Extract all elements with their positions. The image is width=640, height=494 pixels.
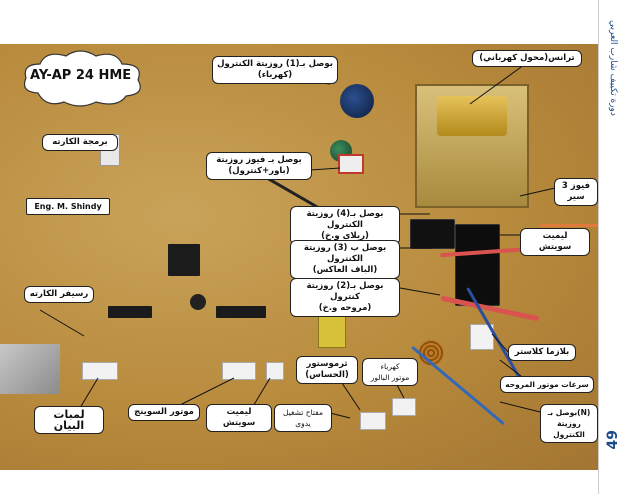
label-control-2: بوصل بـ(2) روزيتة كنترول(مروحه و.خ) — [290, 278, 400, 317]
sensor-cable-left — [0, 344, 60, 394]
model-cloud — [23, 50, 141, 107]
ic-3 — [166, 244, 202, 276]
label-transformer: ترانس(محول كهرباني) — [472, 50, 582, 67]
ic-1 — [106, 306, 154, 318]
buzzer — [190, 294, 206, 310]
connector-limit — [266, 362, 284, 380]
connector-ballor — [392, 398, 416, 416]
label-indicator-lamps: لمبات البيان — [34, 406, 104, 434]
relay-2 — [455, 224, 500, 306]
label-card-programming: برمجة الكارته — [42, 134, 118, 151]
label-fuse-rosette: بوصل بـ فيوز روزيتة(باور+كنترول) — [206, 152, 312, 180]
label-fan-speeds: سرعات موتور المروحه — [500, 376, 594, 393]
pcb-photo — [0, 44, 598, 470]
blue-wire-2 — [411, 345, 505, 426]
label-thermistor: ثرموستور(الحساس) — [296, 356, 358, 384]
label-limit-switch-bottom: ليميت سويتش — [206, 404, 272, 432]
side-strip — [598, 0, 640, 494]
orange-wire — [540, 224, 598, 227]
course-title: دورة تكييف شارب العربي — [608, 20, 618, 116]
page-number: 49 — [605, 430, 621, 450]
model-name: AY-AP 24 HME — [30, 68, 132, 83]
label-limit-switch-right: ليميت سويتش — [520, 228, 590, 256]
label-swing-motor: موتور السوينج — [128, 404, 200, 421]
label-control-4: بوصل بـ(4) روزيتة الكنترول(ريلاى و.خ) — [290, 206, 400, 245]
connector-swing — [222, 362, 256, 380]
transformer-coil — [437, 96, 507, 136]
connector-thermistor — [360, 412, 386, 430]
label-card-receiver: رسيفر الكارته — [24, 286, 94, 303]
label-control-n: بوصل بـ(N) روزيتة الكنترول — [540, 404, 598, 443]
label-fuse-3: فيوز 3 سير — [554, 178, 598, 206]
ic-2 — [214, 306, 268, 318]
label-control-1: بوصل بـ(1) روزيتة الكنترول(كهرباء) — [212, 56, 338, 84]
relay-1 — [410, 219, 455, 249]
capacitor-large — [340, 84, 374, 118]
fuse-connector — [338, 154, 364, 174]
label-plasma-cluster: بلازما كلاستر — [508, 344, 576, 361]
label-author: Eng. M. Shindy — [26, 198, 110, 215]
connector-lamps — [82, 362, 118, 380]
label-control-3: بوصل ب (3) روزيتة الكنترول(الباف العاكس) — [290, 240, 400, 279]
